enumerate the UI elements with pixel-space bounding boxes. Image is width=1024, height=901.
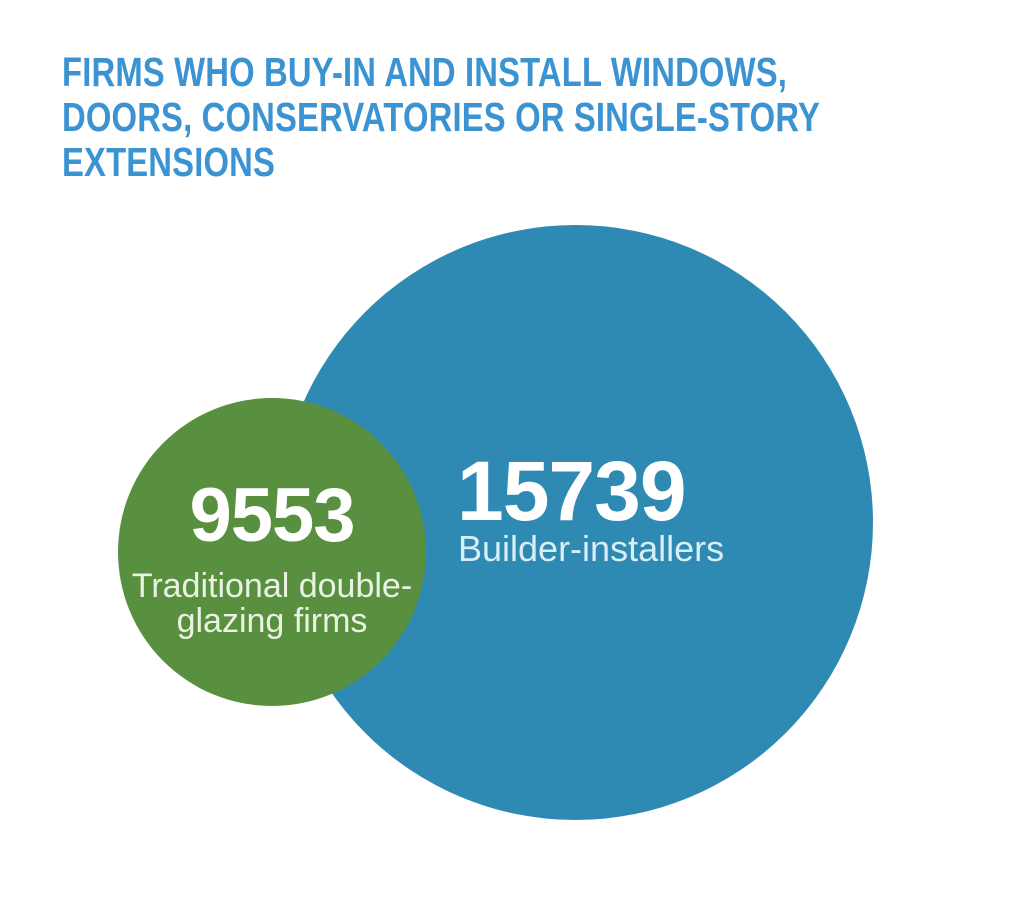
chart-title-line-2: DOORS, CONSERVATORIES OR SINGLE-STORY: [62, 94, 820, 140]
bubble-value-builder-installers: 15739: [457, 444, 687, 538]
bubble-double-glazing-firms: 9553 Traditional double-glazing firms: [118, 398, 426, 706]
chart-title-line-1: FIRMS WHO BUY-IN AND INSTALL WINDOWS,: [62, 49, 788, 95]
bubble-label-double-glazing-firms: Traditional double-glazing firms: [131, 567, 413, 640]
chart-title-line-3: EXTENSIONS: [62, 139, 276, 185]
chart-title: FIRMS WHO BUY-IN AND INSTALL WINDOWS, DO…: [62, 50, 820, 185]
bubble-value-double-glazing-firms: 9553: [189, 473, 355, 558]
bubble-label-builder-installers: Builder-installers: [458, 528, 725, 569]
